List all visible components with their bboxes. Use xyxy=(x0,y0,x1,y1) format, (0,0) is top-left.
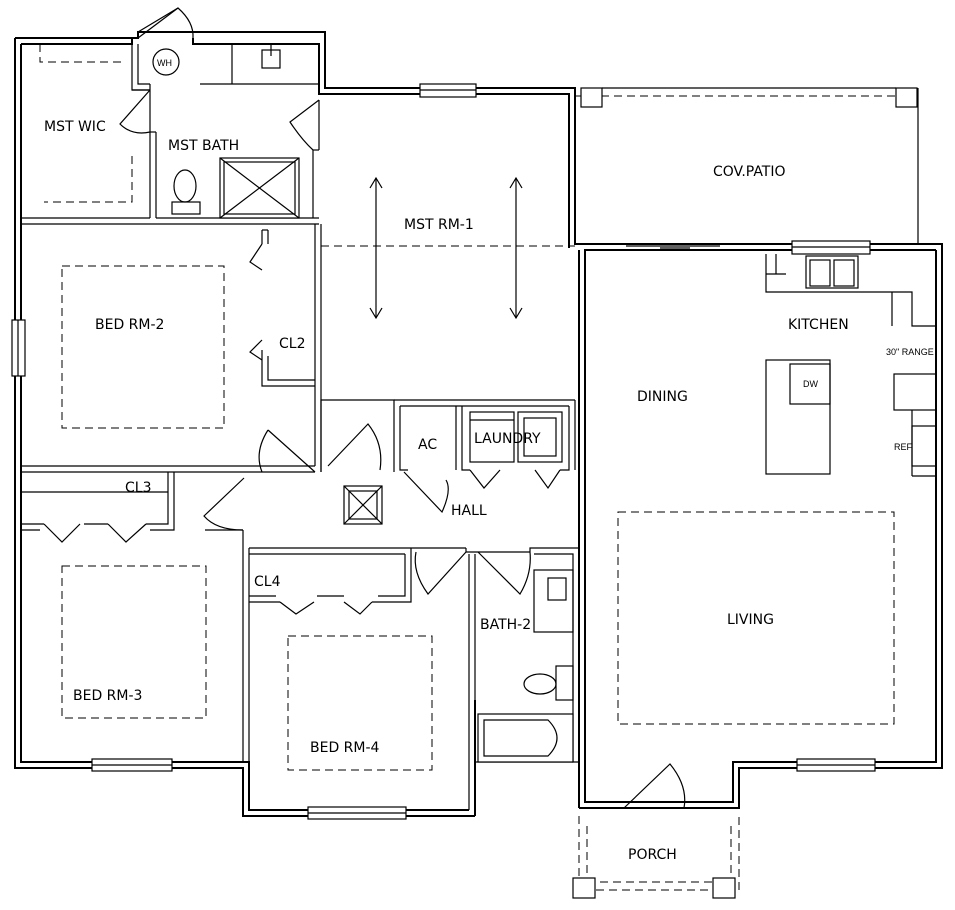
label-porch: PORCH xyxy=(628,847,677,863)
bath2-vanity xyxy=(533,569,574,633)
label-cl2: CL2 xyxy=(279,336,305,352)
label-bed-rm-3: BED RM-3 xyxy=(73,688,142,704)
range-icon xyxy=(893,373,937,411)
attic-access-icon xyxy=(343,485,383,525)
room-labels: MST WIC MST BATH MST RM-1 COV.PATIO BED … xyxy=(44,119,849,863)
label-kitchen: KITCHEN xyxy=(788,317,849,333)
bath2-sink-icon xyxy=(547,577,567,601)
kitchen-island xyxy=(765,359,831,475)
bath2-fixtures xyxy=(477,569,574,763)
label-bed-rm-4: BED RM-4 xyxy=(310,740,380,756)
ceiling-arrows xyxy=(369,176,523,320)
kitchen-sink-icon xyxy=(805,255,859,289)
interior-walls xyxy=(20,44,579,816)
label-mst-bath: MST BATH xyxy=(168,138,239,154)
bath2-toilet-icon xyxy=(523,673,557,695)
washer-icon xyxy=(469,411,515,463)
label-dw: DW xyxy=(803,379,818,389)
bathtub-icon xyxy=(477,713,574,763)
kitchen-fixtures xyxy=(765,254,937,477)
label-range: 30" RANGE xyxy=(886,347,934,357)
exterior-walls xyxy=(14,31,943,817)
posts xyxy=(572,87,919,899)
label-cl4: CL4 xyxy=(254,574,281,590)
label-bed-rm-2: BED RM-2 xyxy=(95,317,164,333)
label-mst-rm: MST RM-1 xyxy=(404,217,474,233)
bed3-rug-outline xyxy=(61,565,207,719)
water-heater-icon xyxy=(152,48,180,76)
label-living: LIVING xyxy=(727,612,774,628)
windows xyxy=(11,83,876,820)
label-cl3: CL3 xyxy=(125,480,151,496)
label-ac: AC xyxy=(418,437,437,453)
label-wh: WH xyxy=(157,58,172,68)
dishwasher-icon xyxy=(789,363,831,405)
label-hall: HALL xyxy=(451,503,487,519)
master-bath-fixtures xyxy=(152,44,300,219)
label-dining: DINING xyxy=(637,389,688,405)
label-mst-wic: MST WIC xyxy=(44,119,106,135)
dryer-icon xyxy=(517,411,563,463)
label-ref: REF xyxy=(894,442,913,452)
living-rug-outline xyxy=(617,511,895,725)
label-cov-patio: COV.PATIO xyxy=(713,164,786,180)
label-bath-2: BATH-2 xyxy=(480,617,531,633)
refrigerator-icon xyxy=(911,425,937,467)
bed2-rug-outline xyxy=(61,265,225,429)
label-laundry: LAUNDRY xyxy=(474,431,541,447)
hall-fixtures xyxy=(343,411,563,525)
fixture-labels: WH DW 30" RANGE REF xyxy=(157,58,934,452)
toilet-icon xyxy=(173,169,197,203)
bed4-rug-outline xyxy=(287,635,433,771)
doors xyxy=(43,7,686,809)
